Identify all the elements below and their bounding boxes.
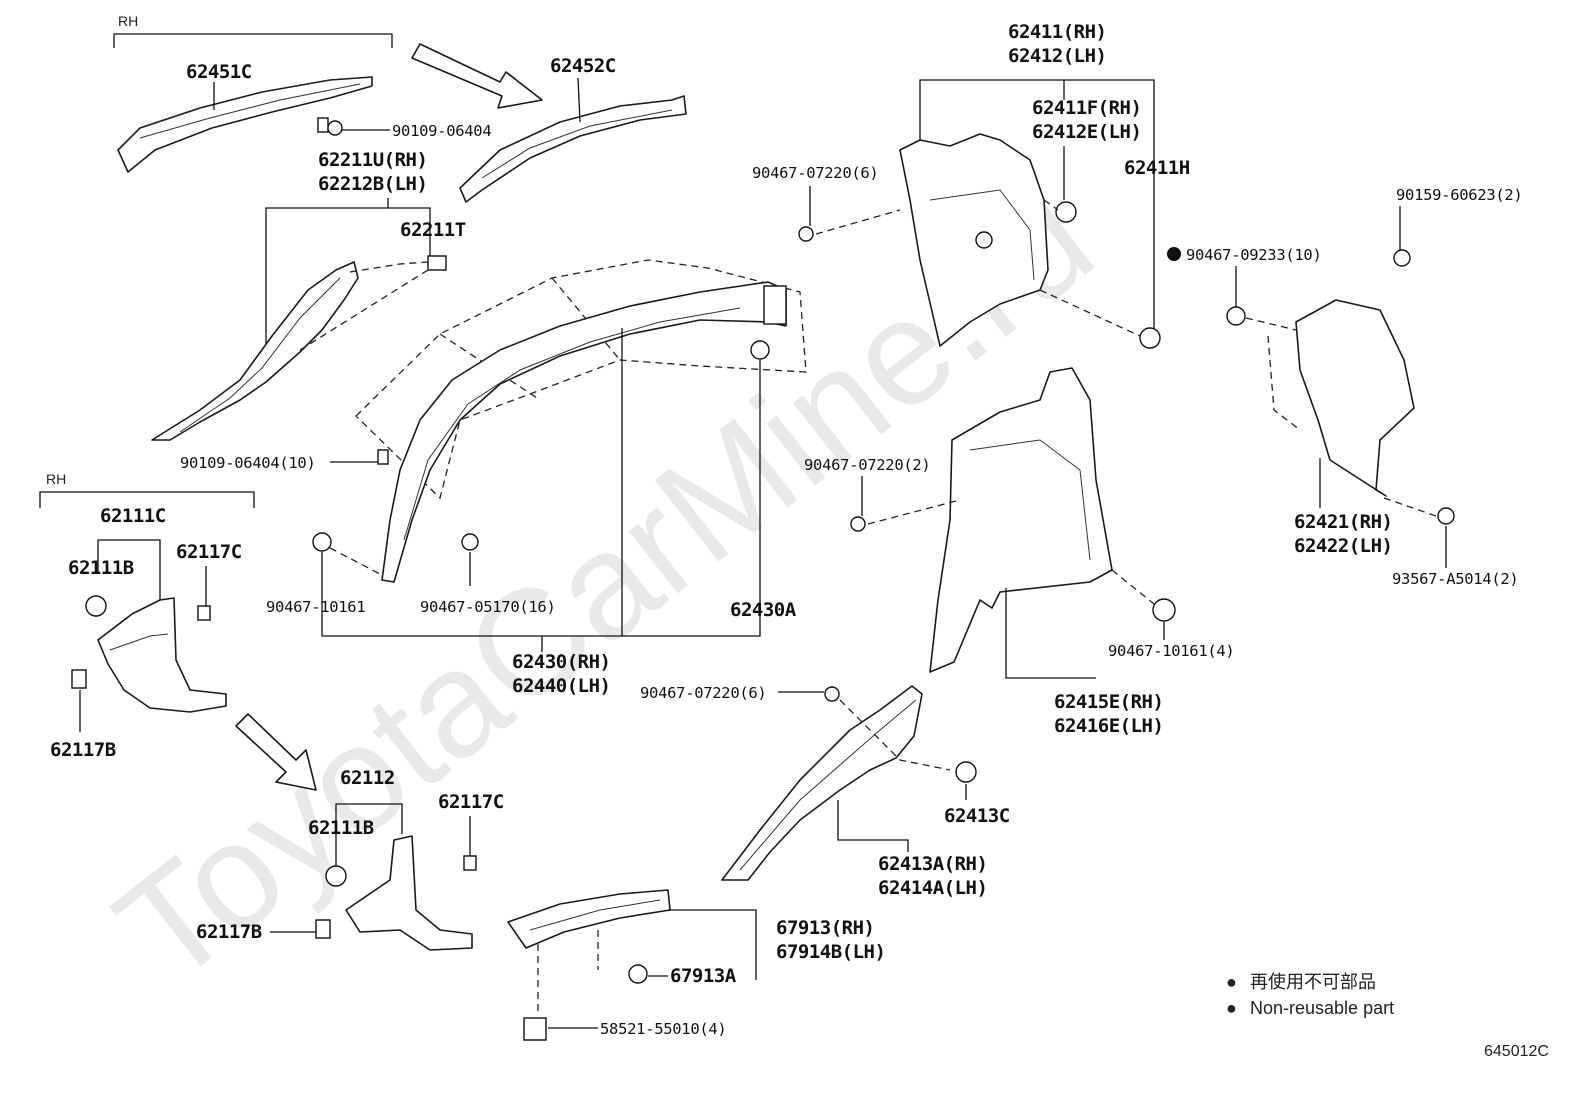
- garnish-62451c[interactable]: [117, 76, 373, 173]
- screw-93567-a5014-icon: [1437, 507, 1455, 525]
- label-62412-lh[interactable]: 62412(LH): [1008, 45, 1107, 67]
- label-62413c[interactable]: 62413C: [944, 805, 1010, 827]
- label-62111b-b[interactable]: 62111B: [308, 817, 374, 839]
- label-90467-10161[interactable]: 90467-10161: [266, 598, 366, 616]
- non-reusable-marker-icon: [1167, 247, 1181, 261]
- label-90467-09233-10[interactable]: 90467-09233(10): [1186, 246, 1322, 264]
- label-62111b-a[interactable]: 62111B: [68, 557, 134, 579]
- label-90467-07220-2[interactable]: 90467-07220(2): [804, 456, 931, 474]
- screw-90109-06404-icon: [317, 117, 343, 136]
- pillar-garnish-62413a[interactable]: [721, 685, 923, 881]
- clip-90467-10161-4-icon: [1152, 598, 1176, 622]
- clip-62111b-icon: [85, 595, 107, 617]
- label-62416e[interactable]: 62416E(LH): [1054, 715, 1164, 737]
- label-90109-06404-10[interactable]: 90109-06404(10): [180, 454, 316, 472]
- label-90467-07220-6a[interactable]: 90467-07220(6): [752, 164, 879, 182]
- clip-58521-55010-icon: [523, 1017, 547, 1041]
- cowl-side-trim-62111c[interactable]: [97, 597, 227, 713]
- label-90467-07220-6b[interactable]: 90467-07220(6): [640, 684, 767, 702]
- quarter-trim-62411[interactable]: [899, 133, 1049, 347]
- clip-62211t-icon: [427, 255, 447, 271]
- legend: ● 再使用不可部品 ● Non-reusable part: [1226, 972, 1394, 1018]
- label-62430-rh[interactable]: 62430(RH): [512, 651, 611, 673]
- clip-62430a-icon: [750, 340, 770, 360]
- label-67914b[interactable]: 67914B(LH): [776, 941, 886, 963]
- group-bracket-rh-left: RH: [39, 471, 255, 508]
- label-90159-60623-2[interactable]: 90159-60623(2): [1396, 186, 1523, 204]
- clip-62117c-icon: [197, 605, 211, 621]
- label-62415e[interactable]: 62415E(RH): [1054, 691, 1164, 713]
- label-62211u[interactable]: 62211U(RH): [318, 149, 428, 171]
- quarter-trim-62415e[interactable]: [929, 367, 1113, 673]
- clip-90467-07220-icon: [798, 226, 814, 242]
- label-62211t[interactable]: 62211T: [400, 219, 466, 241]
- group-bracket-rh-top: RH: [113, 13, 393, 48]
- label-90467-10161-4[interactable]: 90467-10161(4): [1108, 642, 1235, 660]
- label-62421-rh[interactable]: 62421(RH): [1294, 511, 1393, 533]
- direction-arrow-lower-icon: [235, 713, 317, 791]
- group-label-rh-top: RH: [118, 13, 138, 29]
- label-62117c-b[interactable]: 62117C: [438, 791, 504, 813]
- label-62430a[interactable]: 62430A: [730, 599, 797, 621]
- label-62411f[interactable]: 62411F(RH): [1032, 97, 1142, 119]
- clip-62117b-b-icon: [315, 919, 331, 939]
- clip-62411h-icon: [1139, 327, 1161, 349]
- label-90467-05170-16[interactable]: 90467-05170(16): [420, 598, 556, 616]
- label-62117c-a[interactable]: 62117C: [176, 541, 242, 563]
- label-62112[interactable]: 62112: [340, 767, 395, 789]
- figure-code: 645012C: [1484, 1043, 1549, 1060]
- label-62117b-b[interactable]: 62117B: [196, 921, 262, 943]
- quarter-trim-62421[interactable]: [1295, 299, 1415, 497]
- legend-marker-2: ●: [1226, 998, 1237, 1018]
- clip-62413c-icon: [955, 761, 977, 783]
- clip-62111b-b-icon: [325, 865, 347, 887]
- direction-arrow-icon: [411, 43, 543, 109]
- label-62452c[interactable]: 62452C: [550, 55, 616, 77]
- label-90109-06404[interactable]: 90109-06404: [392, 122, 492, 140]
- label-62413a[interactable]: 62413A(RH): [878, 853, 988, 875]
- clip-90467-07220-2-icon: [850, 516, 866, 532]
- label-62411h[interactable]: 62411H: [1124, 157, 1190, 179]
- legend-marker-1: ●: [1226, 972, 1237, 992]
- label-62414a[interactable]: 62414A(LH): [878, 877, 988, 899]
- screw-90159-60623-icon: [1393, 249, 1411, 267]
- label-62117b-a[interactable]: 62117B: [50, 739, 116, 761]
- garnish-62452c[interactable]: [459, 95, 687, 203]
- clip-90467-09233-icon: [1226, 306, 1246, 326]
- clip-90467-07220-6b-icon: [824, 686, 840, 702]
- label-62451c[interactable]: 62451C: [186, 61, 252, 83]
- clip-62117c-b-icon: [463, 855, 477, 871]
- pillar-garnish-62211u[interactable]: [151, 261, 359, 441]
- label-93567-a5014-2[interactable]: 93567-A5014(2): [1392, 570, 1519, 588]
- label-58521-55010-4[interactable]: 58521-55010(4): [600, 1020, 727, 1038]
- clip-62117b-icon: [71, 669, 87, 689]
- label-67913a[interactable]: 67913A: [670, 965, 737, 987]
- clip-62411f-icon: [1055, 201, 1077, 223]
- label-62440-lh[interactable]: 62440(LH): [512, 675, 611, 697]
- label-62411-rh[interactable]: 62411(RH): [1008, 21, 1107, 43]
- clip-90467-10161-icon: [312, 532, 332, 552]
- label-62212b[interactable]: 62212B(LH): [318, 173, 428, 195]
- cowl-side-trim-62112[interactable]: [345, 835, 473, 951]
- scuff-plate-67913[interactable]: [507, 889, 671, 949]
- label-62412e[interactable]: 62412E(LH): [1032, 121, 1142, 143]
- label-62422-lh[interactable]: 62422(LH): [1294, 535, 1393, 557]
- screw-90109-06404-10-icon: [377, 449, 389, 465]
- label-67913-rh[interactable]: 67913(RH): [776, 917, 875, 939]
- clip-90467-05170-icon: [461, 533, 479, 551]
- legend-text-en: Non-reusable part: [1250, 998, 1394, 1018]
- legend-text-ja: 再使用不可部品: [1250, 972, 1376, 992]
- clip-67913a-icon: [628, 964, 648, 984]
- group-label-rh-left: RH: [46, 471, 66, 487]
- label-62111c[interactable]: 62111C: [100, 505, 166, 527]
